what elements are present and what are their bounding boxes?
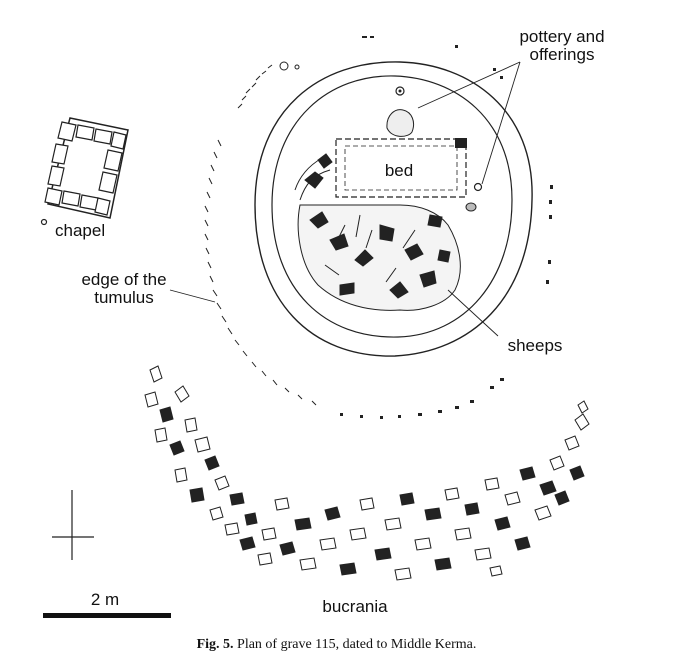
pottery-ring xyxy=(395,86,405,96)
offering-pot xyxy=(473,182,483,192)
leader-lines xyxy=(169,61,521,337)
chapel-structure xyxy=(40,117,129,226)
caption-text: Plan of grave 115, dated to Middle Kerma… xyxy=(237,637,477,652)
scale-bar xyxy=(43,613,171,618)
label-edge-2: tumulus xyxy=(94,288,154,307)
bucrania-crescent xyxy=(144,365,590,581)
bed-inner xyxy=(344,145,458,191)
label-pottery-2: offerings xyxy=(530,45,595,64)
label-edge-1: edge of the xyxy=(81,270,166,289)
label-scale: 2 m xyxy=(91,590,119,609)
north-cross xyxy=(52,490,94,560)
caption-figno: Fig. 5. xyxy=(196,637,234,652)
bed-end-block xyxy=(455,138,467,148)
label-chapel: chapel xyxy=(55,221,105,240)
sheep-remains xyxy=(294,153,461,311)
pottery-ring-inner xyxy=(398,89,402,93)
label-bed: bed xyxy=(385,161,413,180)
pottery-vessel xyxy=(386,109,415,137)
label-pottery-1: pottery and xyxy=(519,27,604,46)
tumulus-edge-stones xyxy=(204,61,317,406)
tumulus-outer-ring xyxy=(254,61,533,357)
label-sheeps: sheeps xyxy=(508,336,563,355)
grave-pit-outline xyxy=(271,75,513,338)
offering-bowl xyxy=(465,202,477,212)
right-arc-stones xyxy=(340,36,553,419)
bed-outline xyxy=(335,138,467,198)
figure-caption: Fig. 5. Plan of grave 115, dated to Midd… xyxy=(0,637,673,653)
label-bucrania: bucrania xyxy=(322,597,388,616)
